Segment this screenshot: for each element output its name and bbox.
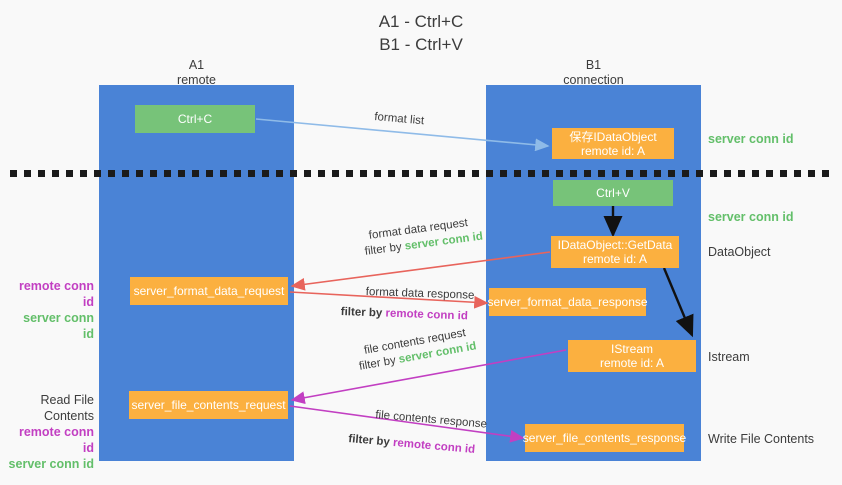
box-server-file-contents-response[interactable]: server_file_contents_response — [522, 424, 687, 452]
box-idataobject-line2: remote id: A — [580, 143, 646, 158]
arrow-format-data-request — [290, 251, 551, 291]
box-server-file-contents-request-label: server_file_contents_request — [131, 398, 286, 412]
box-idataobject[interactable]: 保存IDataObject remote id: A — [552, 128, 674, 159]
arrow-format-data-response — [289, 291, 489, 309]
column-a1-sub: remote — [177, 73, 216, 87]
box-server-file-contents-request[interactable]: server_file_contents_request — [129, 391, 288, 419]
box-ctrl-c[interactable]: Ctrl+C — [135, 105, 255, 133]
annotation-server-conn-id-mid: server conn id — [708, 210, 794, 224]
box-server-format-data-response[interactable]: server_format_data_response — [487, 288, 648, 316]
box-istream[interactable]: IStream remote id: A — [568, 340, 696, 372]
annotation-read-file-contents-group: Read File Contents remote conn id server… — [8, 392, 94, 472]
column-b1-name: B1 — [585, 58, 602, 72]
annotation-format-conn-ids: remote conn id server conn id — [10, 278, 94, 342]
title-line-2: B1 - Ctrl+V — [379, 35, 463, 54]
box-idataobject-line1: 保存IDataObject — [569, 129, 657, 144]
annotation-server-conn-id-top: server conn id — [708, 132, 794, 146]
annotation-file-remote-conn-id: remote conn id — [18, 425, 94, 455]
filter-prefix: filter by — [347, 432, 394, 449]
column-b1-sub: connection — [563, 73, 624, 87]
annotation-write-file-contents: Write File Contents — [708, 432, 815, 446]
filter-prefix: filter by — [340, 305, 386, 320]
box-getdata-line1: IDataObject::GetData — [557, 238, 673, 252]
annotation-istream: Istream — [708, 350, 750, 364]
filter-prefix: filter by — [364, 240, 406, 258]
box-getdata-line2: remote id: A — [582, 252, 648, 266]
annotation-read-file-contents: Read File Contents — [40, 393, 95, 423]
annotation-format-server-conn-id: server conn id — [23, 311, 94, 341]
box-ctrl-c-label: Ctrl+C — [177, 112, 213, 126]
arrow-format-list — [255, 118, 550, 152]
box-getdata[interactable]: IDataObject::GetData remote id: A — [551, 236, 679, 268]
column-header-a1: A1 remote — [139, 58, 254, 88]
column-header-b1: B1 connection — [536, 58, 651, 88]
annotation-format-remote-conn-id: remote conn id — [18, 279, 94, 309]
annotation-dataobject: DataObject — [708, 245, 771, 259]
annotation-file-server-conn-id: server conn id — [8, 457, 94, 471]
phase-divider — [10, 170, 832, 177]
arrow-file-contents-request — [290, 349, 567, 404]
box-istream-line2: remote id: A — [599, 356, 665, 370]
box-istream-line1: IStream — [610, 342, 653, 356]
box-server-format-data-request-label: server_format_data_request — [133, 284, 285, 298]
box-ctrl-v-label: Ctrl+V — [596, 186, 630, 200]
arrow-file-contents-response — [289, 405, 525, 443]
page-title: A1 - Ctrl+C B1 - Ctrl+V — [0, 10, 842, 56]
filter-value-remote-conn-id: remote conn id — [385, 307, 469, 323]
arrow-getdata-to-istream — [662, 267, 694, 338]
box-server-format-data-response-label: server_format_data_response — [487, 295, 648, 309]
box-ctrl-v[interactable]: Ctrl+V — [553, 180, 673, 206]
box-server-format-data-request[interactable]: server_format_data_request — [130, 277, 288, 305]
column-a1-name: A1 — [188, 58, 205, 72]
box-server-file-contents-response-label: server_file_contents_response — [522, 431, 687, 445]
title-line-1: A1 - Ctrl+C — [378, 12, 464, 31]
